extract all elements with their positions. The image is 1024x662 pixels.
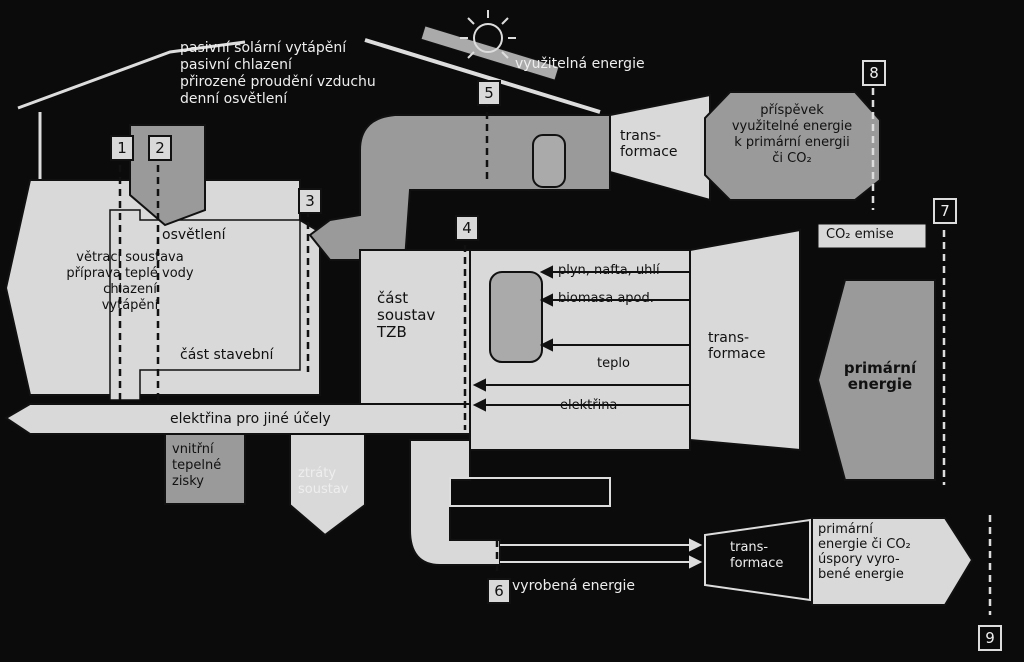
transformation-bottom-label: trans- formace [730, 540, 784, 571]
bottom-bar [449, 477, 611, 507]
electricity-label: elektřina [560, 398, 618, 413]
system-losses-label: ztráty soustav [298, 466, 349, 497]
marker-5: 5 [477, 80, 501, 106]
marker-7: 7 [933, 198, 957, 224]
marker-2: 2 [148, 135, 172, 161]
contribution-label: příspěvek využitelné energie k primární … [731, 103, 853, 166]
marker-9: 9 [978, 625, 1002, 651]
system-losses-arrow [289, 433, 366, 537]
marker-4: 4 [455, 215, 479, 241]
primary-energy-label: primární energie [843, 359, 917, 393]
produced-energy-label: vyrobená energie [512, 578, 635, 594]
tzb-part-label: část soustav TZB [377, 289, 436, 341]
bottom-duct [409, 439, 501, 566]
electricity-other-label: elektřina pro jiné účely [170, 411, 331, 427]
primary-energy-shape [816, 279, 936, 481]
transformation-top-label: trans- formace [620, 128, 678, 160]
input-arrows [472, 265, 690, 412]
solar-panel-line [364, 38, 601, 114]
dashed-lines-light [871, 88, 992, 615]
roof-line [17, 40, 246, 110]
lighting-label: osvětlení [162, 227, 226, 243]
output-arrows [500, 538, 703, 569]
passive-measures-label: pasivní solární vytápění pasivní chlazen… [180, 40, 376, 107]
tank-top [532, 134, 566, 188]
marker-8: 8 [862, 60, 886, 86]
marker-6: 6 [487, 578, 511, 604]
building-services-label: větrací soustava příprava teplé vody chl… [66, 250, 194, 313]
building-part-zone [109, 209, 301, 401]
usable-energy-label: využitelná energie [515, 56, 645, 72]
internal-gains-label: vnitřní tepelné zisky [172, 442, 222, 489]
marker-3: 3 [298, 188, 322, 214]
biomass-label: biomasa apod. [558, 291, 654, 306]
dashed-lines [118, 100, 499, 575]
transformation-bottom-shape [704, 518, 811, 602]
internal-gains-box [164, 433, 246, 505]
savings-shape [811, 517, 974, 606]
heat-label: teplo [597, 356, 630, 371]
co2-emission-label: CO₂ emise [826, 227, 894, 242]
transformation-top-shape [609, 93, 711, 202]
building-part-label: část stavební [180, 347, 274, 363]
transformation-right-shape [689, 228, 801, 452]
solar-collector [420, 25, 560, 81]
savings-label: primární energie či CO₂ úspory vyro- ben… [818, 522, 911, 582]
tank-right [489, 271, 543, 363]
co2-emission-box [817, 223, 927, 249]
fuels-label: plyn, nafta, uhlí [558, 263, 660, 278]
sun-icon [460, 10, 516, 59]
transformation-right-label: trans- formace [708, 330, 766, 362]
marker-1: 1 [110, 135, 134, 161]
contribution-octagon [704, 91, 881, 201]
electricity-band [4, 403, 471, 435]
